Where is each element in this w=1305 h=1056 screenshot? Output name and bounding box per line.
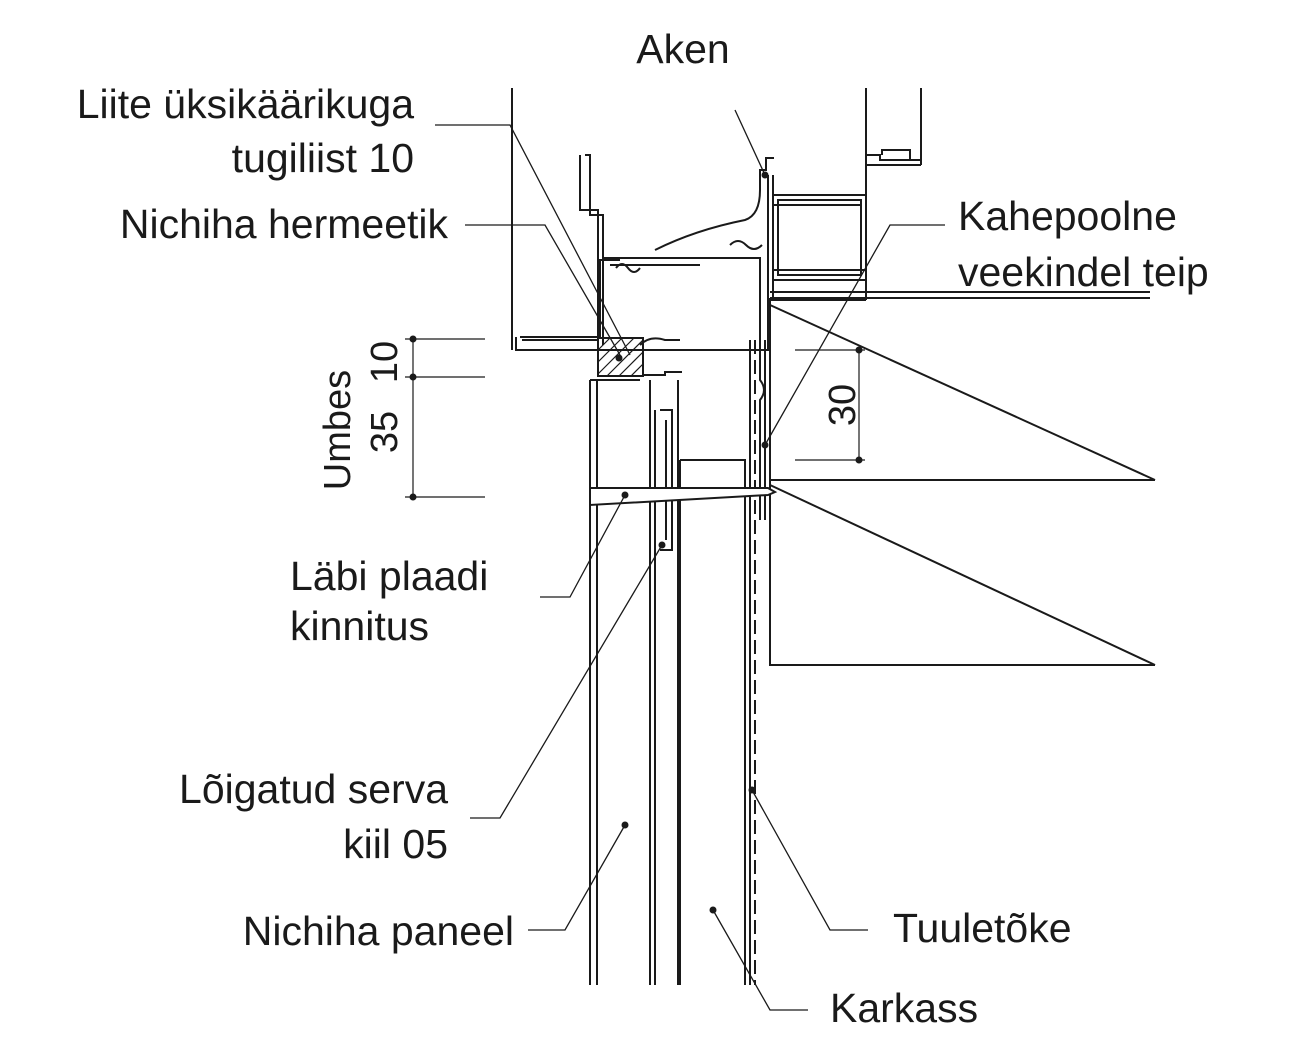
label-kinnitus-line2: kinnitus — [290, 603, 429, 649]
dim-umbes: Umbes — [317, 370, 359, 490]
label-kiil-line1: Lõigatud serva — [179, 766, 448, 812]
dimension-left: 10 35 Umbes — [317, 335, 485, 501]
dim-10: 10 — [364, 341, 406, 383]
label-liite-line1: Liite üksikäärikuga — [77, 81, 414, 127]
labels: Aken Liite üksikäärikuga tugiliist 10 Ni… — [77, 26, 1209, 1031]
dimension-right: 30 — [795, 346, 865, 464]
through-panel-fastener — [589, 487, 778, 507]
wall-layers — [589, 298, 1156, 985]
leader-dots — [615, 171, 769, 914]
label-aken: Aken — [636, 26, 729, 72]
sealant — [597, 337, 682, 377]
window-frame — [511, 88, 1150, 351]
label-teip-line1: Kahepoolne — [958, 193, 1177, 239]
leader-lines — [435, 109, 945, 1011]
dim-35: 35 — [364, 411, 406, 453]
dim-30: 30 — [822, 384, 864, 426]
label-hermeetik: Nichiha hermeetik — [120, 201, 449, 247]
label-paneel: Nichiha paneel — [243, 908, 514, 954]
label-teip-line2: veekindel teip — [958, 249, 1209, 295]
label-tuuletoke: Tuuletõke — [893, 905, 1072, 951]
label-karkass: Karkass — [830, 985, 978, 1031]
label-kinnitus-line1: Läbi plaadi — [290, 553, 488, 599]
label-liite-line2: tugiliist 10 — [232, 135, 414, 181]
label-kiil-line2: kiil 05 — [343, 821, 448, 867]
